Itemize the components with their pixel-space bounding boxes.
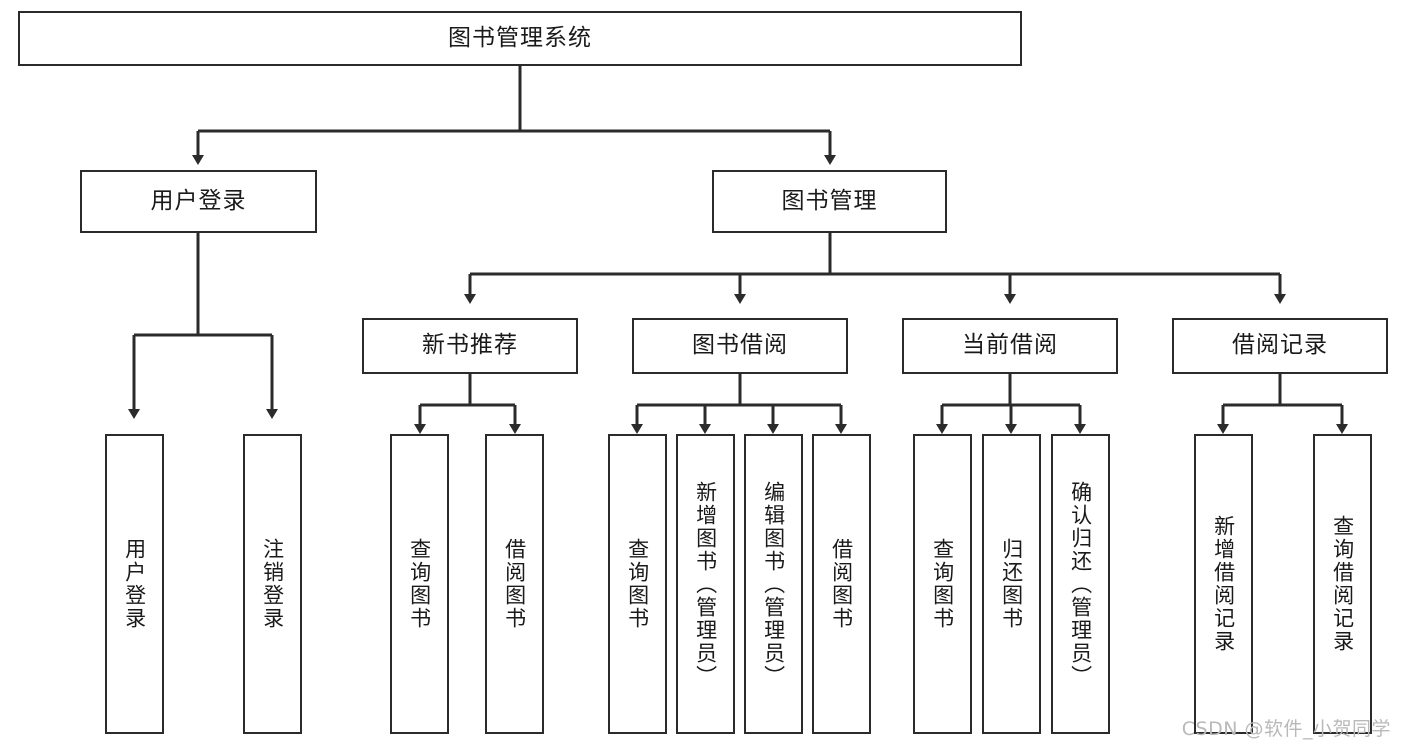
- node-borrow-record[interactable]: 借阅记录: [1172, 318, 1388, 374]
- node-label: 查询借阅记录: [1330, 515, 1355, 653]
- node-label: 新增借阅记录: [1211, 515, 1236, 653]
- leaf-borrow-book-recommend[interactable]: 借阅图书: [485, 434, 544, 734]
- node-book-management-system[interactable]: 图书管理系统: [18, 11, 1022, 66]
- node-label: 新书推荐: [422, 332, 518, 359]
- leaf-add-borrow-record[interactable]: 新增借阅记录: [1194, 434, 1253, 734]
- node-current-borrow[interactable]: 当前借阅: [902, 318, 1118, 374]
- node-label: 借阅记录: [1232, 332, 1328, 359]
- node-label: 确认归还（管理员）: [1068, 480, 1093, 688]
- node-label: 图书管理: [781, 187, 878, 214]
- leaf-borrow-book-borrow[interactable]: 借阅图书: [812, 434, 871, 734]
- node-label: 归还图书: [999, 538, 1024, 630]
- node-label: 图书管理系统: [448, 24, 592, 51]
- leaf-query-book-borrow[interactable]: 查询图书: [608, 434, 667, 734]
- leaf-add-book-admin[interactable]: 新增图书（管理员）: [676, 434, 735, 734]
- node-book-manage[interactable]: 图书管理: [712, 170, 947, 233]
- node-label: 借阅图书: [829, 538, 854, 630]
- node-label: 查询图书: [407, 538, 432, 630]
- node-label: 当前借阅: [962, 332, 1058, 359]
- node-label: 图书借阅: [692, 332, 788, 359]
- leaf-edit-book-admin[interactable]: 编辑图书（管理员）: [744, 434, 803, 734]
- node-label: 注销登录: [260, 538, 285, 630]
- leaf-query-borrow-record[interactable]: 查询借阅记录: [1313, 434, 1372, 734]
- leaf-confirm-return-admin[interactable]: 确认归还（管理员）: [1051, 434, 1110, 734]
- leaf-logout-login[interactable]: 注销登录: [243, 434, 302, 734]
- node-label: 新增图书（管理员）: [693, 480, 718, 688]
- node-new-book-recommend[interactable]: 新书推荐: [362, 318, 578, 374]
- node-label: 查询图书: [930, 538, 955, 630]
- node-label: 编辑图书（管理员）: [761, 480, 786, 688]
- leaf-query-book-recommend[interactable]: 查询图书: [390, 434, 449, 734]
- node-user-login[interactable]: 用户登录: [80, 170, 317, 233]
- watermark: CSDN @软件_小贺同学: [1181, 718, 1391, 740]
- leaf-user-login[interactable]: 用户登录: [105, 434, 164, 734]
- leaf-query-book-current[interactable]: 查询图书: [913, 434, 972, 734]
- node-label: 用户登录: [150, 187, 247, 214]
- node-label: 查询图书: [625, 538, 650, 630]
- node-label: 借阅图书: [502, 538, 527, 630]
- node-book-borrow[interactable]: 图书借阅: [632, 318, 848, 374]
- leaf-return-book[interactable]: 归还图书: [982, 434, 1041, 734]
- node-label: 用户登录: [122, 538, 147, 630]
